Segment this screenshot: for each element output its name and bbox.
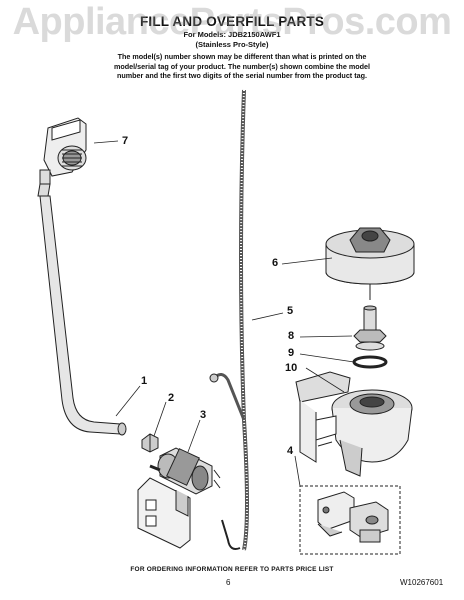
callout-7: 7 [122, 135, 129, 147]
float-stem-part [353, 305, 387, 351]
callout-3: 3 [200, 409, 207, 421]
callout-1: 1 [141, 375, 148, 387]
callout-8: 8 [288, 330, 295, 342]
callout-9: 9 [288, 347, 295, 359]
nut-part [141, 433, 159, 453]
water-valve-part [137, 447, 221, 549]
callout-6: 6 [272, 257, 279, 269]
models-line: For Models: JDB2150AWF1 [183, 30, 281, 39]
o-ring-part [352, 355, 388, 369]
fill-funnel-part [295, 371, 413, 477]
document-number: W10267601 [400, 578, 444, 587]
overfill-housing-part [39, 117, 87, 185]
model-note: The model(s) number shown may be differe… [114, 52, 370, 80]
float-cap-part [325, 227, 415, 300]
callout-4: 4 [287, 445, 294, 457]
callout-2: 2 [168, 392, 175, 404]
page-title: FILL AND OVERFILL PARTS [139, 14, 325, 29]
style-line: (Stainless Pro-Style) [195, 40, 269, 49]
float-switch-assembly [299, 485, 401, 555]
corrugated-tube-part [209, 89, 249, 551]
ordering-footer: FOR ORDERING INFORMATION REFER TO PARTS … [130, 566, 334, 573]
callout-10: 10 [285, 362, 298, 374]
callout-5: 5 [287, 305, 294, 317]
leader-lines [93, 140, 355, 487]
page-number: 6 [226, 578, 231, 587]
fill-hose-part [37, 183, 127, 436]
